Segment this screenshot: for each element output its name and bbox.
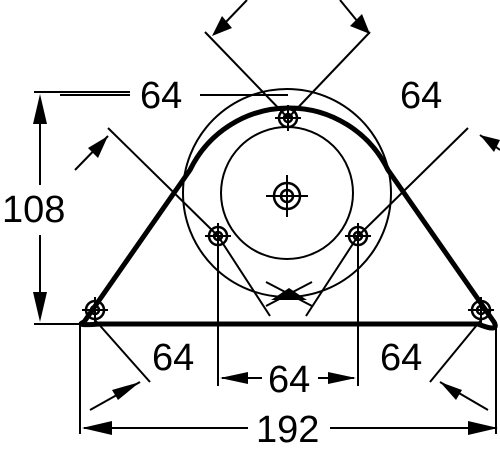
hole-center: [266, 175, 308, 217]
dim-192-lines: [82, 421, 498, 435]
dim-label-top-right: 64: [400, 75, 442, 117]
dim-label-bottom-right: 64: [380, 337, 422, 379]
construction-lines: [107, 31, 469, 317]
top-dimension-lines: [212, 0, 370, 36]
dim-108-lines: [33, 91, 130, 325]
dim-label-bottom-left: 64: [152, 337, 194, 379]
plate-outline: [78, 105, 498, 331]
bottom-extension-lines: [79, 246, 497, 434]
dim-label-top-left: 64: [140, 75, 182, 117]
dim-label-height: 108: [2, 189, 65, 231]
dim-64-bottom-center-lines: [220, 372, 356, 384]
dim-label-overall-width: 192: [256, 409, 319, 451]
leader-top-right: [479, 134, 500, 152]
hole-bottom-left: [82, 297, 108, 323]
dim-label-bottom-center: 64: [268, 359, 310, 401]
dim-64-bottom-side-lines: [89, 381, 489, 411]
center-marker: [271, 288, 307, 300]
hole-bottom-right: [468, 297, 494, 323]
leader-top-left: [60, 94, 288, 171]
